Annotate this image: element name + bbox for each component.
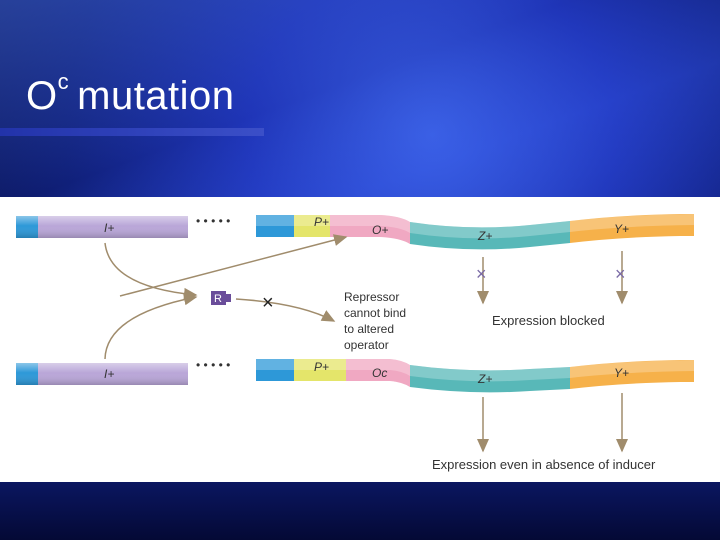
top-p-region bbox=[294, 215, 330, 237]
bottom-y-label: Y+ bbox=[614, 366, 629, 380]
repressor-note: Repressor cannot bind to altered operato… bbox=[344, 290, 409, 352]
bottom-o-label: Oc bbox=[372, 366, 387, 380]
bottom-dots: • • • • • bbox=[196, 358, 230, 372]
top-o-region bbox=[330, 215, 410, 244]
bottom-i-label: I+ bbox=[104, 367, 114, 381]
blocked-text: Expression blocked bbox=[492, 313, 605, 328]
diagram-panel: • • • • • I+ P+ O+ Z+ Y+ × × Expression … bbox=[0, 197, 720, 482]
top-p-label: P+ bbox=[314, 215, 329, 229]
top-y-label: Y+ bbox=[614, 222, 629, 236]
title-underline-bar bbox=[0, 128, 264, 136]
repressor-box bbox=[211, 291, 226, 305]
bottom-p-label: P+ bbox=[314, 360, 329, 374]
note-line-1: Repressor bbox=[344, 290, 399, 304]
note-line-3: to altered bbox=[344, 322, 394, 336]
top-z-gene bbox=[410, 221, 570, 250]
repressor-group: R × Repressor cannot bind to altered ope… bbox=[104, 234, 409, 360]
repressor-to-altered-operator-arrow bbox=[235, 298, 336, 322]
bottom-strand: • • • • • I+ P+ Oc Z+ Y+ bbox=[16, 358, 694, 393]
background-footer bbox=[0, 482, 720, 540]
top-z-label: Z+ bbox=[477, 229, 492, 243]
top-y-gene bbox=[570, 214, 694, 243]
top-strand: • • • • • I+ P+ O+ Z+ Y+ bbox=[16, 214, 694, 250]
top-blocked-arrows: × × Expression blocked bbox=[476, 251, 628, 328]
binding-blocked-x-icon: × bbox=[262, 292, 274, 314]
repressor-to-operator-arrow bbox=[119, 234, 348, 297]
bottom-z-gene bbox=[410, 365, 570, 393]
repressor-notch bbox=[226, 294, 231, 302]
expression-text: Expression even in absence of inducer bbox=[432, 457, 656, 472]
bottom-strand-highlight bbox=[256, 359, 694, 382]
bottom-i-shading bbox=[16, 363, 188, 385]
top-left-endcap bbox=[256, 215, 294, 237]
title-letter: O bbox=[26, 74, 58, 118]
top-o-label: O+ bbox=[372, 223, 388, 237]
z-blocked-x-icon: × bbox=[476, 264, 487, 284]
bottom-z-label: Z+ bbox=[477, 372, 492, 386]
note-line-2: cannot bind bbox=[344, 306, 406, 320]
background-streak bbox=[0, 0, 720, 200]
bottom-to-repressor-arrow bbox=[104, 293, 198, 360]
repressor-label: R bbox=[214, 293, 222, 305]
bottom-left-endcap bbox=[256, 359, 294, 381]
title-superscript: c bbox=[57, 68, 70, 94]
bottom-y-gene bbox=[570, 360, 694, 389]
bottom-p-region bbox=[294, 359, 346, 381]
y-blocked-x-icon: × bbox=[615, 264, 626, 284]
bottom-o-region bbox=[346, 359, 410, 387]
slide-title: Oc mutation bbox=[26, 69, 235, 119]
top-strand-highlight bbox=[256, 214, 694, 239]
top-i-shading bbox=[16, 216, 188, 238]
title-word: mutation bbox=[77, 74, 235, 118]
note-line-4: operator bbox=[344, 338, 389, 352]
bottom-expression-arrows: Expression even in absence of inducer bbox=[432, 393, 656, 472]
top-to-repressor-arrow bbox=[104, 242, 198, 300]
operon-diagram: • • • • • I+ P+ O+ Z+ Y+ × × Expression … bbox=[16, 214, 694, 472]
top-i-label: I+ bbox=[104, 221, 114, 235]
top-dots: • • • • • bbox=[196, 214, 230, 228]
